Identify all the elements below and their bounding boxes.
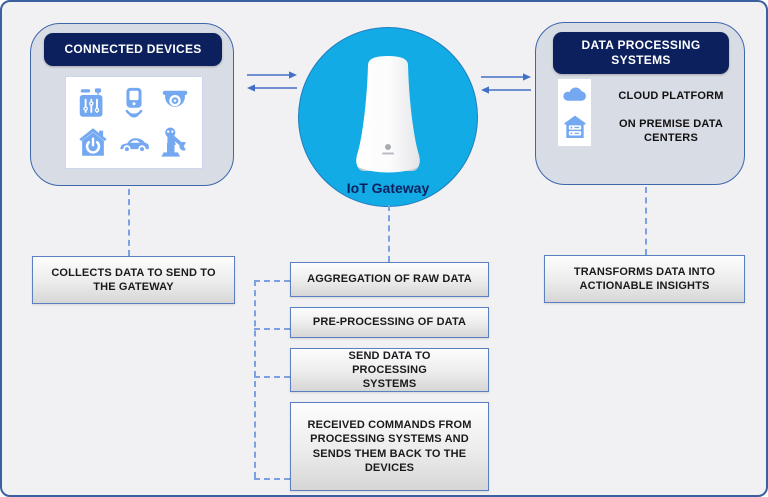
smart-sensor-icon bbox=[125, 87, 143, 118]
devices-gateway-arrows bbox=[247, 71, 297, 92]
on-premise-label: ON PREMISE DATA CENTERS bbox=[618, 118, 724, 145]
gateway-function-box: SEND DATA TO PROCESSING SYSTEMS bbox=[290, 348, 489, 392]
gateway-processing-arrows bbox=[481, 73, 531, 94]
data-center-icon bbox=[564, 115, 585, 138]
robotic-arm-icon bbox=[161, 127, 187, 157]
gateway-function-box: PRE-PROCESSING OF DATA bbox=[290, 307, 489, 338]
devices-note-connector bbox=[128, 189, 130, 256]
iot-controller-icon bbox=[79, 88, 103, 117]
gateway-functions-connector bbox=[388, 205, 390, 262]
cloud-platform-label: CLOUD PLATFORM bbox=[618, 90, 724, 102]
bracket-stub-3 bbox=[254, 376, 290, 378]
connected-devices-title: CONNECTED DEVICES bbox=[44, 33, 222, 66]
gateway-device-logo bbox=[385, 144, 391, 150]
data-processing-panel: DATA PROCESSING SYSTEMS CLOUD PLATFORM O… bbox=[535, 22, 745, 185]
security-camera-icon bbox=[163, 90, 188, 107]
bracket-stub-1 bbox=[254, 280, 290, 282]
smart-home-icon bbox=[78, 128, 107, 156]
data-processing-title: DATA PROCESSING SYSTEMS bbox=[553, 32, 729, 74]
gateway-label: IoT Gateway bbox=[346, 180, 430, 196]
bracket-stub-2 bbox=[254, 328, 290, 330]
cloud-icon bbox=[563, 87, 586, 101]
bracket-stub-4 bbox=[254, 478, 290, 480]
connected-car-icon bbox=[120, 138, 149, 154]
gateway-function-box: RECEIVED COMMANDS FROM PROCESSING SYSTEM… bbox=[290, 402, 489, 491]
collects-data-box: COLLECTS DATA TO SEND TO THE GATEWAY bbox=[32, 256, 235, 304]
device-icon-panel bbox=[65, 76, 203, 169]
transforms-data-box: TRANSFORMS DATA INTO ACTIONABLE INSIGHTS bbox=[544, 255, 745, 303]
gateway-device bbox=[356, 56, 420, 173]
functions-bracket-line bbox=[254, 280, 256, 478]
processing-note-connector bbox=[645, 187, 647, 255]
iot-gateway-circle: IoT Gateway bbox=[298, 27, 478, 207]
connected-devices-panel: CONNECTED DEVICES bbox=[30, 23, 234, 186]
gateway-function-box: AGGREGATION OF RAW DATA bbox=[290, 262, 489, 297]
processing-icons-strip bbox=[558, 79, 591, 146]
